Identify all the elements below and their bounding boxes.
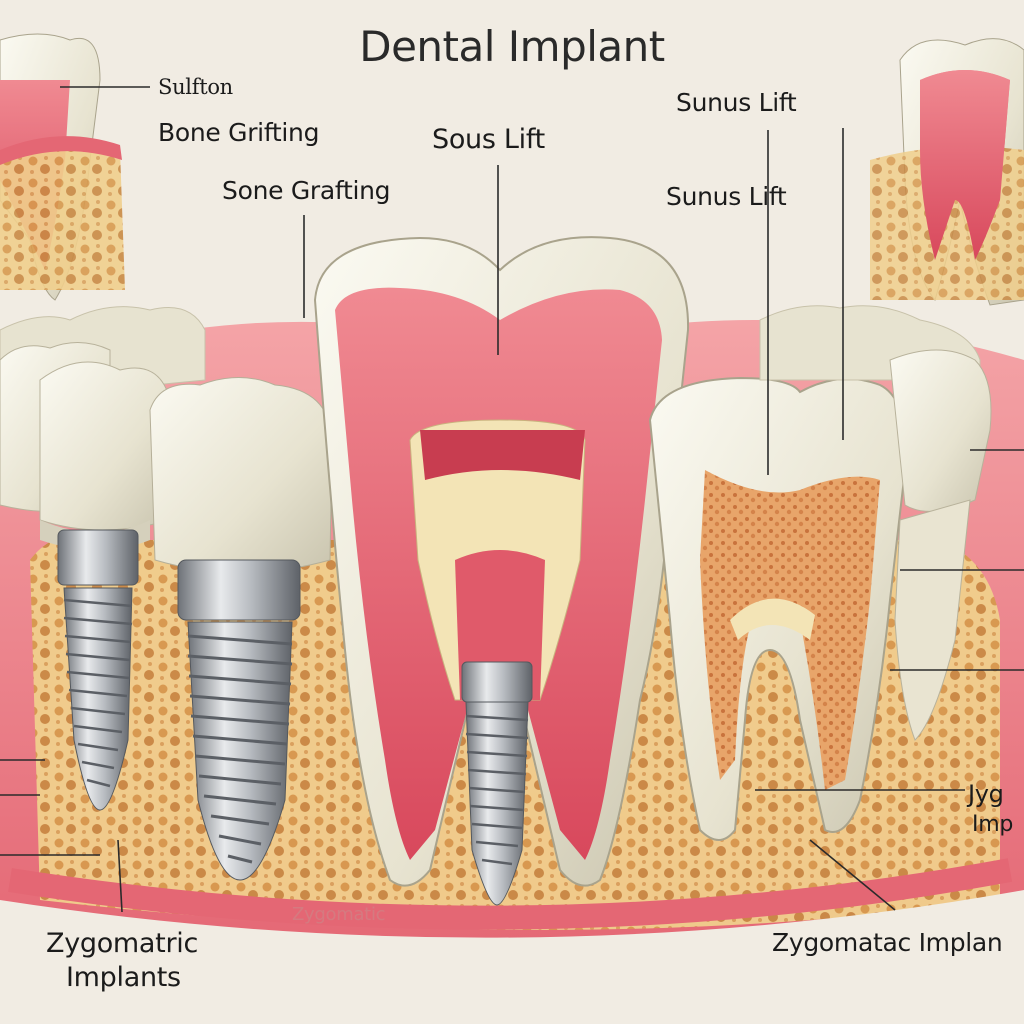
label-bone-grafting-2: Sone Grafting (222, 176, 390, 205)
label-zygomatic-bottom-right: Zygomatac Implan (772, 928, 1002, 957)
label-sinus-lift-center: Sous Lift (432, 124, 545, 155)
label-bone-grafting-1: Bone Grifting (158, 118, 319, 147)
faded-bone-text: Zygomatic (292, 904, 385, 925)
label-sinus-lift-top-right: Sunus Lift (676, 88, 796, 117)
label-zygomatic-right-line1: Jyg (968, 780, 1004, 808)
label-sulfton: Sulfton (158, 75, 233, 99)
corner-tooth-top-left (0, 34, 125, 300)
diagram-title: Dental Implant (0, 22, 1024, 71)
label-zygomatic-right-line2: Imp (972, 812, 1013, 837)
corner-tooth-top-right (870, 39, 1024, 305)
label-zygomatic-left-line2: Implants (66, 962, 181, 993)
label-sinus-lift-right: Sunus Lift (666, 182, 786, 211)
label-zygomatic-left-line1: Zygomatric (46, 928, 198, 959)
